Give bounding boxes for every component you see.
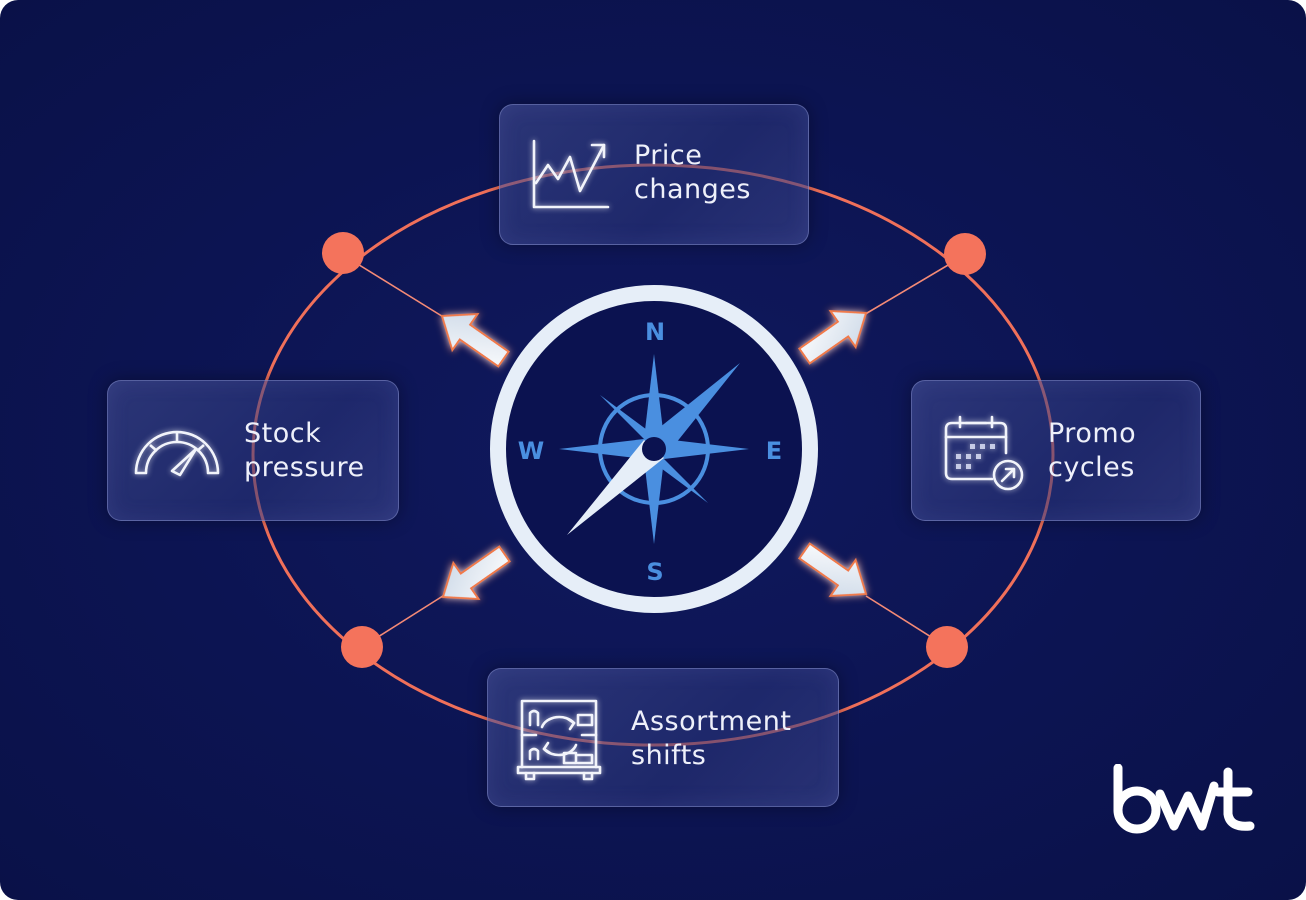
factor-card-stock: Stock pressure <box>107 380 399 521</box>
factor-card-assortment: Assortment shifts <box>487 668 839 807</box>
brand-logo: bwt <box>1112 763 1258 838</box>
factor-label-line1: Price <box>634 140 703 171</box>
calendar-arrow-icon <box>944 415 1024 491</box>
factor-label-line1: Stock <box>244 418 322 449</box>
compass-icon <box>490 285 818 613</box>
factor-label-line1: Assortment <box>631 706 792 737</box>
compass-east-label: E <box>765 437 783 465</box>
compass-west-label: W <box>517 437 545 465</box>
arrow-up-left-icon <box>440 312 510 368</box>
orbit-node <box>341 626 383 668</box>
arrow-down-left-icon <box>441 545 511 601</box>
bwt-logo-icon <box>1113 763 1255 834</box>
factor-card-price: Price changes <box>499 104 809 245</box>
arrow-up-right-icon <box>798 309 868 365</box>
compass-north-label: N <box>644 318 666 346</box>
line-chart-up-icon <box>532 139 610 209</box>
factor-label-line1: Promo <box>1048 418 1137 449</box>
factor-label-line2: cycles <box>1048 452 1135 483</box>
orbit-node <box>322 232 364 274</box>
factor-label-line2: shifts <box>631 740 707 771</box>
gauge-icon <box>134 430 220 477</box>
connector-line <box>342 254 446 319</box>
factor-card-promo: Promo cycles <box>911 380 1201 521</box>
orbit-node <box>926 626 968 668</box>
factor-label-line2: changes <box>634 174 751 205</box>
factor-label-line2: pressure <box>244 452 365 483</box>
orbit-node <box>944 233 986 275</box>
shelf-rotate-icon <box>516 699 602 781</box>
compass-south-label: S <box>646 558 664 586</box>
arrow-down-right-icon <box>798 542 868 598</box>
